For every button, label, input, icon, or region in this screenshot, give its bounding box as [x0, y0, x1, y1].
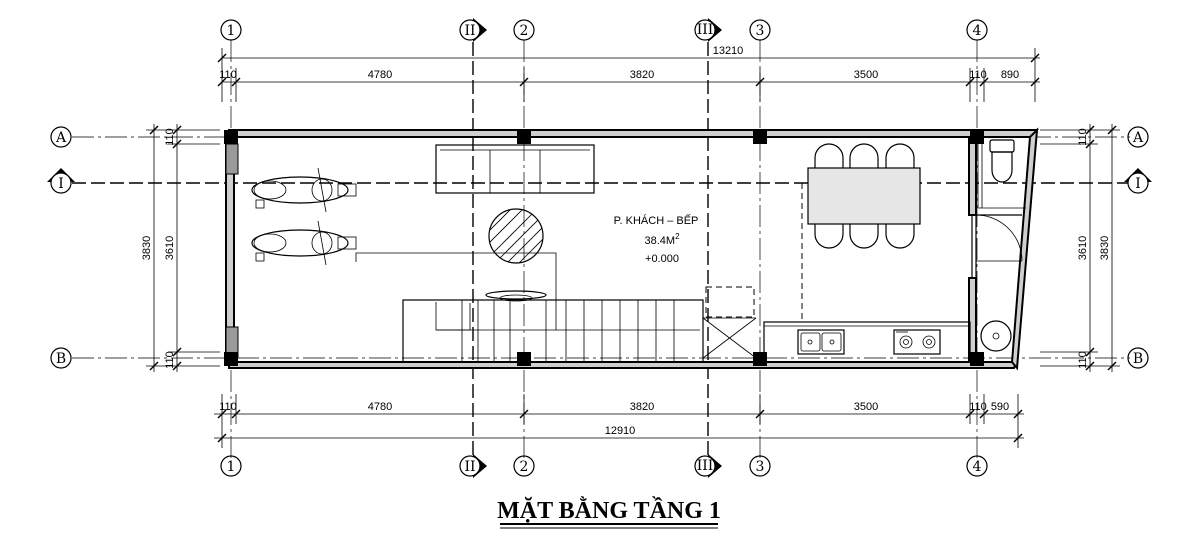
dimensions-right: 3610 3830 110 110	[1040, 124, 1120, 372]
dining-table	[807, 143, 921, 249]
sofa	[435, 144, 595, 194]
dim-bottom-seg-4: 3500	[854, 401, 878, 413]
dim-top-overall: 13210	[713, 45, 744, 57]
sink-icon	[797, 329, 845, 355]
dim-right-outer: 3830	[1099, 236, 1111, 260]
axis-bubbles-bottom: 1 2 3 4	[220, 455, 988, 477]
section-marker-ii-top: II	[459, 18, 487, 42]
dim-bottom-seg-6: 590	[991, 401, 1009, 413]
kitchen-counter	[763, 183, 971, 363]
axis-bottom-2: 2	[520, 459, 529, 475]
section-marker-i-right: I	[1124, 168, 1152, 194]
section-markers: II III II III I I	[47, 18, 1152, 478]
axis-bottom-1: 1	[227, 459, 236, 475]
axis-top-3: 3	[756, 23, 765, 39]
section-marker-i-left: I	[47, 168, 75, 194]
dim-bottom-seg-2: 4780	[368, 401, 392, 413]
dim-left-outer: 3830	[141, 236, 153, 260]
dim-right-top: 110	[1077, 128, 1089, 146]
section-i-right-label: I	[1135, 176, 1141, 192]
dim-top-seg-1: 110	[219, 69, 237, 81]
dimensions-top: 13210 110 4780 3820 3500 110 890	[217, 45, 1040, 102]
section-marker-iii-top: III	[694, 18, 722, 42]
axis-bubbles-top: 1 2 3 4	[220, 19, 988, 41]
columns	[224, 130, 984, 366]
dim-top-seg-6: 890	[1001, 69, 1019, 81]
dimensions-left: 3830 3610 110 110	[141, 124, 220, 372]
staircase	[355, 252, 757, 363]
motorbike-icon	[251, 167, 357, 213]
shower-icon	[980, 320, 1012, 352]
motorbike-icon	[251, 220, 357, 266]
dim-right-inner: 3610	[1077, 236, 1089, 260]
dim-bottom-seg-1: 110	[219, 401, 237, 413]
stove-icon	[893, 329, 941, 355]
section-i-left-label: I	[58, 176, 64, 192]
section-lines	[72, 42, 1128, 458]
axis-bubbles-side: A B A B	[50, 126, 1149, 369]
room-area-unit-sup: 2	[675, 232, 680, 241]
section-ii-top-label: II	[464, 23, 475, 39]
dim-bottom-seg-3: 3820	[630, 401, 654, 413]
dim-top-seg-5: 110	[969, 69, 987, 81]
axis-bottom-4: 4	[973, 459, 982, 475]
dim-left-top: 110	[164, 128, 176, 146]
section-marker-iii-bottom: III	[694, 454, 722, 478]
section-marker-ii-bottom: II	[459, 454, 487, 478]
dim-top-seg-3: 3820	[630, 69, 654, 81]
dim-left-bottom: 110	[164, 351, 176, 369]
room-area: 38.4M2	[644, 232, 680, 247]
dim-bottom-overall: 12910	[605, 425, 636, 437]
room-label: P. KHÁCH – BẾP 38.4M2 +0.000	[614, 214, 699, 265]
axis-top-1: 1	[227, 23, 236, 39]
axis-right-a: A	[1132, 130, 1144, 146]
axis-bottom-3: 3	[756, 459, 765, 475]
dim-bottom-seg-5: 110	[969, 401, 987, 413]
dimensions-bottom: 110 4780 3820 3500 110 590 12910	[214, 394, 1024, 448]
dim-top-seg-4: 3500	[854, 69, 878, 81]
axis-left-a: A	[55, 130, 67, 146]
section-iii-bottom-label: III	[697, 458, 714, 474]
axis-top-4: 4	[973, 23, 982, 39]
room-area-value: 38.4M	[644, 235, 675, 247]
page-title: MẶT BẰNG TẦNG 1	[497, 497, 721, 524]
axis-right-b: B	[1133, 351, 1143, 367]
room-name: P. KHÁCH – BẾP	[614, 214, 699, 227]
dim-right-bottom: 110	[1077, 351, 1089, 369]
round-table	[488, 208, 544, 264]
section-ii-bottom-label: II	[464, 459, 475, 475]
axis-left-b: B	[56, 351, 66, 367]
bathroom	[971, 140, 1026, 279]
axis-top-2: 2	[520, 23, 529, 39]
dim-left-inner: 3610	[164, 236, 176, 260]
room-level: +0.000	[645, 253, 679, 265]
section-iii-top-label: III	[697, 22, 714, 38]
dim-top-seg-2: 4780	[368, 69, 392, 81]
toilet-icon	[989, 139, 1015, 183]
drawing-title: MẶT BẰNG TẦNG 1	[497, 497, 721, 529]
